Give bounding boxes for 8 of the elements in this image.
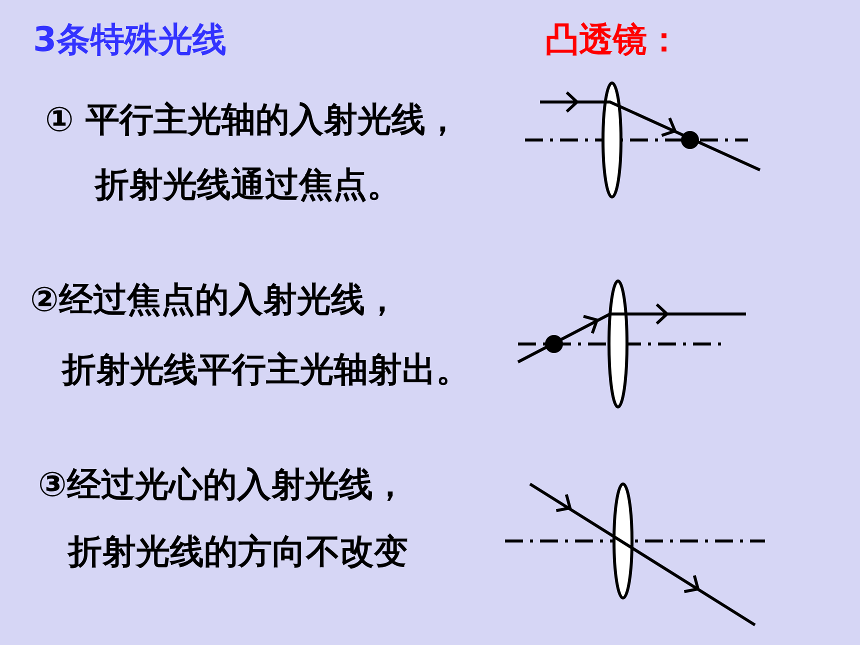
lens-type-heading: 凸透镜： — [545, 20, 681, 60]
rule-text: 折射光线的方向不改变 — [68, 532, 408, 572]
rule-text: 折射光线平行主光轴射出。 — [62, 350, 470, 390]
rule-text: ②经过焦点的入射光线， — [30, 280, 399, 320]
rule-text: 折射光线通过焦点。 — [95, 165, 401, 205]
rule-text: ① 平行主光轴的入射光线， — [45, 100, 460, 140]
rule-text: ③经过光心的入射光线， — [38, 465, 407, 505]
title: 3条特殊光线 — [33, 20, 227, 60]
